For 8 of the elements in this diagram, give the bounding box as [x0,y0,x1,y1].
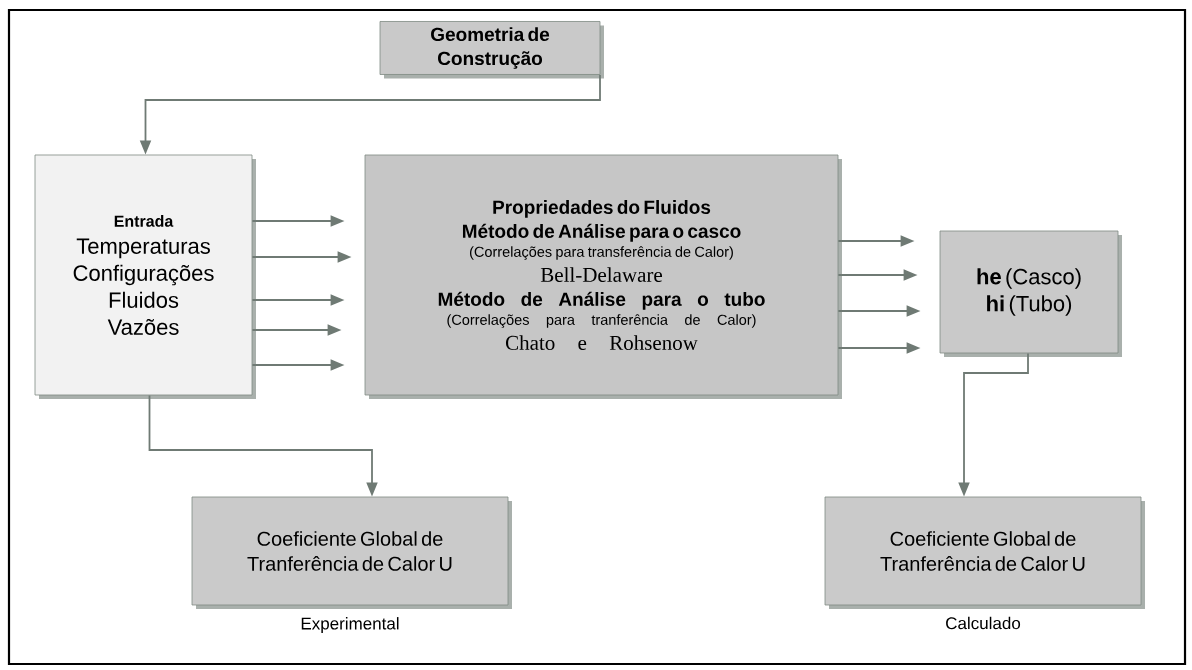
process-box: Entrada Temperaturas Configurações Fluidos Vazões [34,154,256,399]
process-box: Propriedades do Fluidos Método de Análise para o casco (Correlações para transferência de Calor) Bell-Delaware Método de Análise para o tubo (Correlações para tranferência de Calor) Chato e Rohsenow [364,154,842,399]
caption-text: Calculado [946,616,1021,630]
process-box: he (Casco) hi (Tubo) [939,230,1122,357]
process-box: Coeficiente Global de Tranferência de Calor U [191,496,512,609]
process-box: Geometria de Construção [379,21,604,79]
process-box: Coeficiente Global de Tranferência de Calor U [824,496,1145,609]
caption-text: Experimental [301,617,399,633]
